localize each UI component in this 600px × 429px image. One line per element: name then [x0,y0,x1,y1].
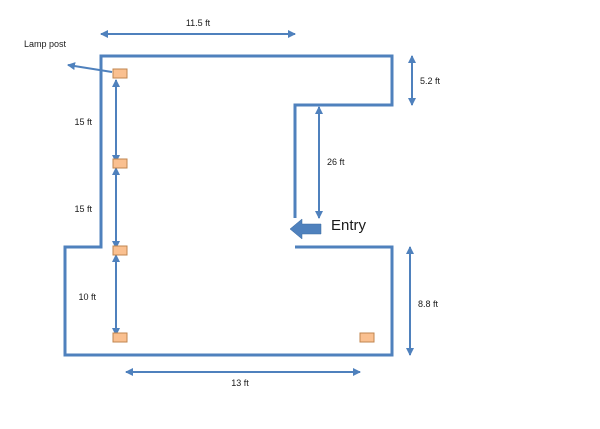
lamp-post-marker-1 [112,68,128,79]
lamp-post-marker-4 [112,332,128,343]
building-outline [63,54,394,357]
lamp-spacing-label-3: 10 ft [78,292,96,302]
entry-arrow-icon [289,218,322,240]
bottom-width-label: 13 ft [231,378,249,388]
top-width-label: 11.5 ft [186,18,211,28]
right-height-label: 8.8 ft [418,299,439,309]
inner-wall-label: 26 ft [327,157,345,167]
lamp-post-marker-2 [112,158,128,169]
lamp-spacing-label-1: 15 ft [74,117,92,127]
lamp-post-marker-5 [359,332,375,343]
lamp-post-label: Lamp post [24,39,67,49]
lamp-post-marker-3 [112,245,128,256]
lamp-spacing-label-2: 15 ft [74,204,92,214]
top-right-height-label: 5.2 ft [420,76,441,86]
entry-label: Entry [331,217,367,234]
lamp-post-callout-arrow [67,62,113,73]
